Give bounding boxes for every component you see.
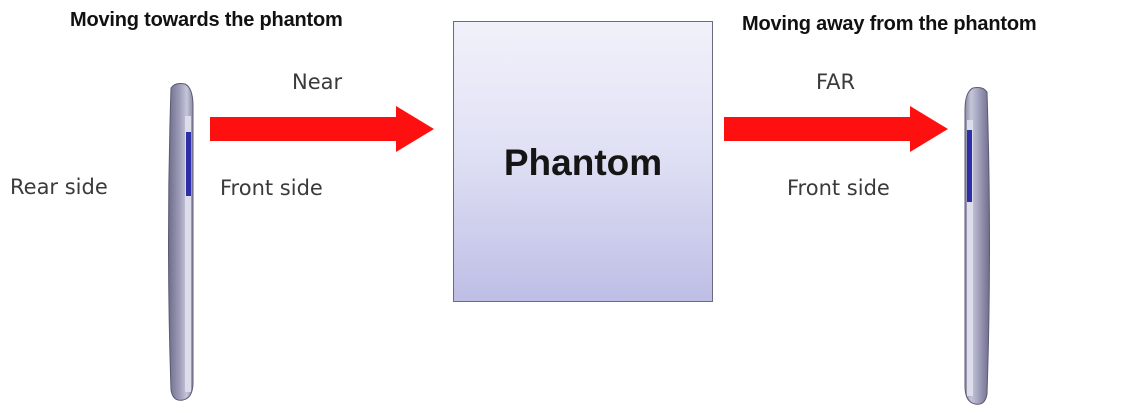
phone-left-icon [168,83,194,401]
phone-right-side-button [967,130,972,202]
label-far: FAR [816,70,856,94]
arrow-far-icon [724,106,948,152]
heading-moving-away: Moving away from the phantom [742,13,1037,35]
phantom-label: Phantom [503,142,663,183]
arrow-near-icon [210,106,434,152]
phone-left-side-button [186,132,191,196]
phone-right-icon [964,87,990,405]
label-near: Near [292,70,343,94]
label-front-side-right: Front side [787,176,890,200]
label-rear-side: Rear side [10,175,108,199]
label-front-side-left: Front side [220,176,323,200]
heading-moving-towards: Moving towards the phantom [70,9,343,31]
phantom-box: Phantom [453,21,713,302]
